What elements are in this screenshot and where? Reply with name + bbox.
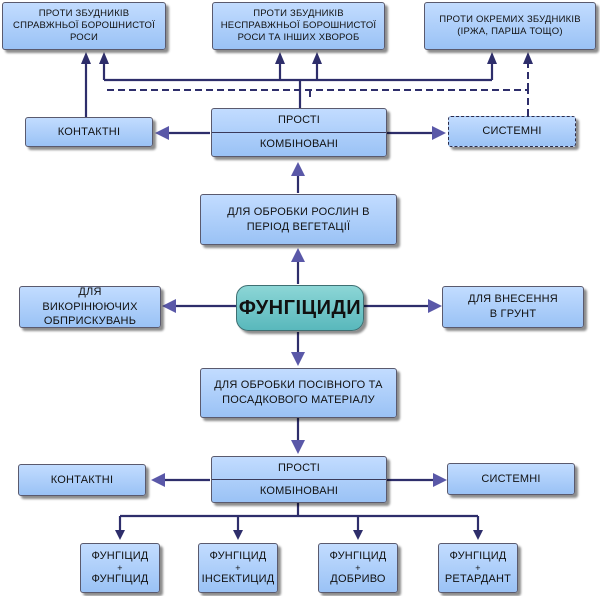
vegetation-box: ДЛЯ ОБРОБКИ РОСЛИН В ПЕРІОД ВЕГЕТАЦІЇ <box>200 194 397 245</box>
middle-row-arrows <box>162 299 442 313</box>
fungicides-center: ФУНГІЦИДИ <box>236 285 364 331</box>
lower-contact-box: КОНТАКТНІ <box>18 464 146 496</box>
lower-simple-combined-box: ПРОСТІ КОМБІНОВАНІ <box>211 456 387 503</box>
spine-arrows <box>291 162 305 454</box>
combo-fungicide-insecticide: ФУНГІЦИД + ІНСЕКТИЦИД <box>198 543 278 593</box>
combo-2-top: ФУНГІЦИД <box>209 550 267 563</box>
upper-combined-label: КОМБІНОВАНІ <box>212 132 386 156</box>
combo-3-top: ФУНГІЦИД <box>329 550 387 563</box>
upper-row-arrows <box>155 126 446 140</box>
combo-1-top: ФУНГІЦИД <box>91 550 149 563</box>
combo-3-bottom: ДОБРИВО <box>330 573 386 586</box>
combo-4-plus: + <box>475 562 481 573</box>
upper-simple-combined-box: ПРОСТІ КОМБІНОВАНІ <box>211 108 387 157</box>
combo-3-plus: + <box>355 562 361 573</box>
combo-fungicide-fertilizer: ФУНГІЦИД + ДОБРИВО <box>318 543 398 593</box>
lower-simple-label: ПРОСТІ <box>277 461 321 474</box>
soil-application-box: ДЛЯ ВНЕСЕННЯ В ГРУНТ <box>442 286 584 328</box>
top-connectors <box>81 52 533 120</box>
upper-systemic-box: СИСТЕМНІ <box>448 116 576 147</box>
combo-1-plus: + <box>117 562 123 573</box>
target-true-powdery-mildew: ПРОТИ ЗБУДНИКІВ СПРАВЖНЬОЇ БОРОШНИСТОЇ Р… <box>2 2 166 50</box>
eradicating-spray-box: ДЛЯ ВИКОРІНЮЮЧИХ ОБПРИСКУВАНЬ <box>19 286 161 328</box>
target-specific-pathogens: ПРОТИ ОКРЕМИХ ЗБУДНИКІВ (ІРЖА, ПАРША ТОЩ… <box>424 2 596 50</box>
seed-material-box: ДЛЯ ОБРОБКИ ПОСІВНОГО ТА ПОСАДКОВОГО МАТ… <box>200 368 397 418</box>
lower-row-arrows <box>151 473 447 487</box>
combo-1-bottom: ФУНГІЦИД <box>91 573 149 586</box>
combo-fungicide-retardant: ФУНГІЦИД + РЕТАРДАНТ <box>438 543 518 593</box>
target-false-mildew-other: ПРОТИ ЗБУДНИКІВ НЕСПРАВЖНЬОЇ БОРОШНИСТОЇ… <box>212 2 385 50</box>
combo-4-bottom: РЕТАРДАНТ <box>444 573 512 586</box>
upper-simple-label: ПРОСТІ <box>277 114 321 127</box>
combo-2-bottom: ІНСЕКТИЦИД <box>201 573 275 586</box>
lower-combined-label: КОМБІНОВАНІ <box>212 479 386 502</box>
combo-2-plus: + <box>235 562 241 573</box>
combo-4-top: ФУНГІЦИД <box>449 550 507 563</box>
lower-systemic-box: СИСТЕМНІ <box>447 463 575 495</box>
combination-branches <box>115 503 483 540</box>
upper-contact-box: КОНТАКТНІ <box>25 117 153 147</box>
combo-fungicide-fungicide: ФУНГІЦИД + ФУНГІЦИД <box>80 543 160 593</box>
